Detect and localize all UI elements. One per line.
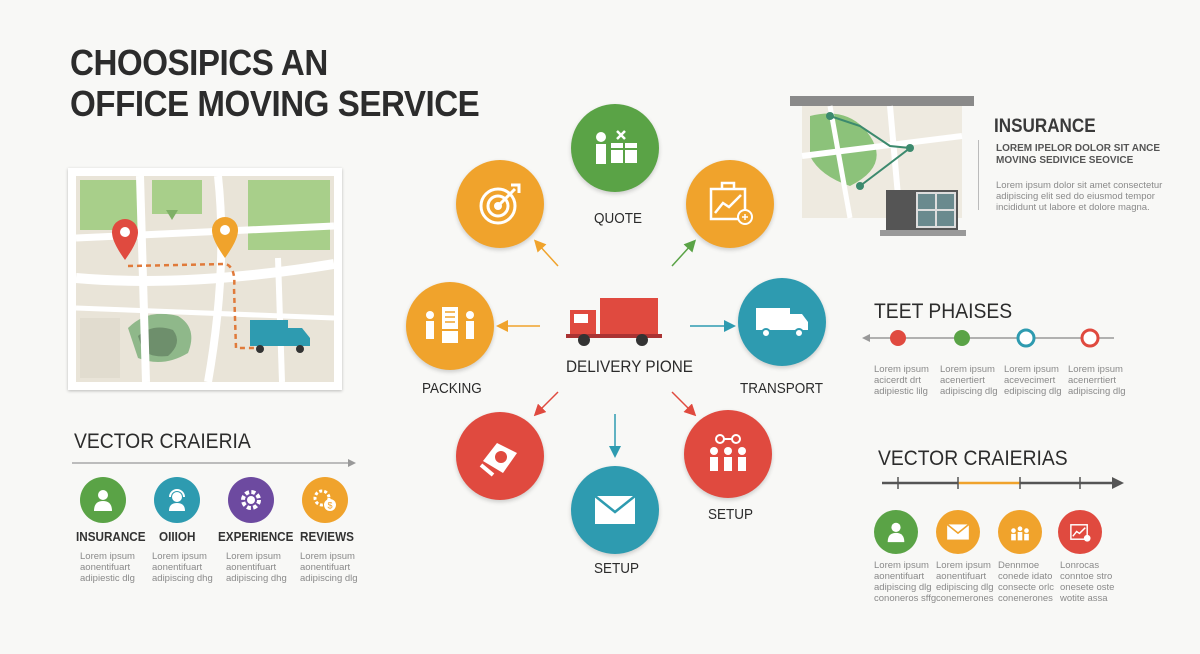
office-building-map-illustration <box>790 96 976 238</box>
center-label: DELIVERY PIONE <box>566 357 693 376</box>
delivery-truck-icon <box>566 292 662 353</box>
arrow-to-growth <box>671 239 697 267</box>
gear-icon <box>241 490 261 510</box>
phases-title: TEET PHAISES <box>874 300 1013 323</box>
phase-dot-3 <box>1016 328 1036 348</box>
cycle-node-quote <box>571 104 659 192</box>
team-setup-icon <box>710 434 746 471</box>
settings-coin-icon: $ <box>313 489 336 511</box>
cycle-node-target <box>456 160 544 248</box>
person-icon <box>94 490 112 511</box>
right-criteria-circle-4 <box>1058 510 1102 554</box>
right-criteria-circle-2 <box>936 510 980 554</box>
criteria-oiiioh-name: OIIIOH <box>159 529 196 544</box>
right-criteria-circle-3 <box>998 510 1042 554</box>
cycle-node-tape <box>456 412 544 500</box>
insurance-subtitle: LOREM IPELOR DOLOR SIT ANCE MOVING SEDIV… <box>996 143 1161 166</box>
criteria-reviews-circle: $ <box>302 477 348 523</box>
cycle-label-packing: PACKING <box>422 380 482 397</box>
cycle-node-growth <box>686 160 774 248</box>
right-criteria-circle-1 <box>874 510 918 554</box>
cycle-node-packing <box>406 282 494 370</box>
cycle-node-transport <box>738 278 826 366</box>
right-criteria-timeline <box>882 477 1124 489</box>
arrow-to-setup <box>671 391 697 417</box>
cycle-label-setup-bottom: SETUP <box>594 560 640 577</box>
insurance-title: INSURANCE <box>994 116 1096 137</box>
criteria-oiiioh-circle <box>154 477 200 523</box>
phase-dot-4 <box>1080 328 1100 348</box>
target-icon <box>479 183 521 225</box>
criteria-experience-circle <box>228 477 274 523</box>
chart-icon <box>1070 524 1091 542</box>
packing-team-icon <box>426 307 474 343</box>
phase-dot-1 <box>890 330 906 346</box>
truck-icon <box>756 308 808 338</box>
growth-chart-icon <box>709 181 753 225</box>
route-map-illustration <box>68 168 342 390</box>
cycle-label-setup-right: SETUP <box>708 506 754 523</box>
team-icon <box>1011 526 1029 541</box>
insurance-body: Lorem ipsum dolor sit amet consectetur a… <box>996 180 1163 213</box>
map-truck-icon <box>250 320 310 353</box>
arrow-to-target <box>533 239 559 267</box>
criteria-experience-name: EXPERIENCE <box>218 529 294 544</box>
criteria-insurance-circle <box>80 477 126 523</box>
tape-dispenser-icon <box>479 443 517 477</box>
envelope-icon <box>946 523 970 540</box>
cycle-node-setup-envelope <box>571 466 659 554</box>
svg-text:$: $ <box>327 501 332 511</box>
map-pin-red-icon <box>112 219 138 260</box>
page-title: CHOOSIPICS AN OFFICE MOVING SERVICE <box>70 42 480 124</box>
support-agent-icon <box>169 489 185 511</box>
left-criteria-rule <box>72 459 356 467</box>
criteria-insurance-name: INSURANCE <box>76 529 146 544</box>
criteria-reviews-name: REVIEWS <box>300 529 354 544</box>
envelope-icon <box>594 495 636 524</box>
right-criteria-title: VECTOR CRAIERIAS <box>878 447 1068 470</box>
team-boxes-icon <box>596 130 637 164</box>
person-icon <box>887 522 905 543</box>
phases-timeline <box>862 328 1114 348</box>
arrow-to-tape <box>533 391 559 417</box>
phase-dot-2 <box>954 330 970 346</box>
cycle-node-setup-team <box>684 410 772 498</box>
cycle-label-transport: TRANSPORT <box>740 380 824 397</box>
insurance-divider <box>978 140 979 210</box>
left-criteria-title: VECTOR CRAIERIA <box>74 430 251 453</box>
map-pin-orange-icon <box>212 217 238 258</box>
cycle-label-quote: QUOTE <box>594 210 643 227</box>
